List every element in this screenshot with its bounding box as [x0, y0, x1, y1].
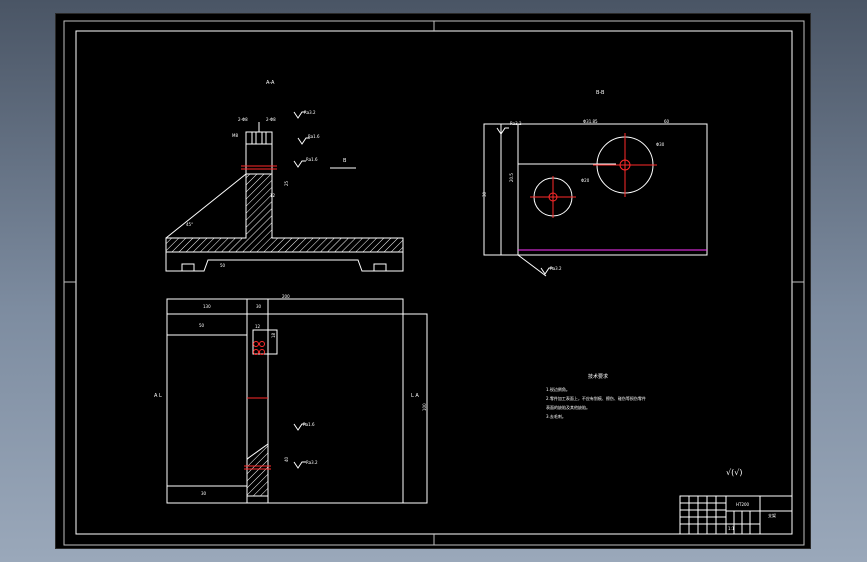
front-annotations: 2-Φ8 2-Φ8 M8 45° 25 50 12 Ra3.2 Ra1.6 Ra… [186, 110, 320, 268]
svg-text:60: 60 [664, 119, 670, 124]
title-scale: 1:1 [728, 526, 735, 531]
svg-text:25: 25 [284, 180, 289, 186]
front-section-view: B [165, 122, 404, 272]
svg-text:18: 18 [271, 332, 276, 338]
section-mark-right: L A [411, 393, 419, 399]
svg-text:Ra1.6: Ra1.6 [306, 157, 318, 162]
svg-text:40: 40 [284, 456, 289, 462]
svg-text:50: 50 [199, 323, 205, 328]
svg-text:Ra3.2: Ra3.2 [550, 266, 562, 271]
technical-requirements: 技术要求 1.锐边倒角。 2.零件加工表面上，不应有划痕、擦伤、碰伤等损伤零件 … [546, 373, 646, 419]
svg-text:1.锐边倒角。: 1.锐边倒角。 [546, 386, 570, 392]
title-material: HT200 [736, 502, 750, 507]
right-view [483, 123, 708, 277]
svg-text:Ra1.6: Ra1.6 [303, 422, 315, 427]
bottom-annotations: 130 30 200 50 12 18 30 100 40 Ra1.6 Ra3.… [199, 294, 427, 496]
svg-text:Ra1.6: Ra1.6 [308, 134, 320, 139]
svg-text:12: 12 [255, 324, 261, 329]
svg-text:Φ30: Φ30 [656, 142, 665, 147]
svg-text:3.去毛刺。: 3.去毛刺。 [546, 413, 566, 419]
svg-text:Φ31.85: Φ31.85 [583, 119, 598, 124]
svg-text:20.5: 20.5 [509, 173, 514, 182]
right-annotations: Φ31.85 60 Φ20 Φ30 20.5 30 Ra3.2 Ra3.2 [482, 119, 670, 275]
svg-text:50: 50 [220, 263, 226, 268]
svg-text:表面的缺陷及其他缺陷。: 表面的缺陷及其他缺陷。 [546, 404, 590, 410]
section-mark-left: A L [154, 393, 162, 399]
svg-text:30: 30 [256, 304, 262, 309]
bottom-section-hatch [246, 443, 269, 497]
arrow-b-label: B [343, 158, 347, 164]
svg-text:30: 30 [482, 191, 487, 197]
view-label-right: B-B [596, 90, 605, 96]
centering-marks [64, 21, 804, 545]
svg-text:2-Φ8: 2-Φ8 [266, 117, 276, 122]
svg-text:Φ20: Φ20 [581, 178, 590, 183]
svg-text:2-Φ8: 2-Φ8 [238, 117, 248, 122]
svg-text:Ra3.2: Ra3.2 [304, 110, 316, 115]
view-label-front: A-A [266, 80, 275, 86]
inner-frame [75, 30, 793, 535]
front-section-hatch [165, 173, 404, 253]
svg-text:技术要求: 技术要求 [588, 373, 608, 380]
general-roughness: √(√) [726, 468, 742, 477]
svg-text:45°: 45° [186, 222, 193, 227]
svg-text:2.零件加工表面上，不应有划痕、擦伤、碰伤等损伤零件: 2.零件加工表面上，不应有划痕、擦伤、碰伤等损伤零件 [546, 395, 646, 401]
outer-frame [63, 20, 805, 546]
svg-text:Ra3.2: Ra3.2 [306, 460, 318, 465]
svg-text:Ra3.2: Ra3.2 [510, 121, 522, 126]
title-part-name: 支架 [768, 512, 776, 518]
bottom-view: A L L A [154, 298, 428, 504]
svg-text:200: 200 [282, 294, 290, 299]
svg-text:30: 30 [201, 491, 207, 496]
bolt-holes-front [251, 132, 267, 144]
cad-viewport[interactable]: A-A B 2-Φ8 2-Φ8 M8 45° 25 50 12 Ra3.2 Ra… [55, 13, 811, 549]
svg-text:12: 12 [270, 193, 276, 198]
svg-text:M8: M8 [232, 133, 238, 138]
svg-text:100: 100 [422, 403, 427, 411]
svg-text:130: 130 [203, 304, 211, 309]
title-block: HT200 支架 1:1 [679, 495, 793, 535]
drawing-sheet: A-A B 2-Φ8 2-Φ8 M8 45° 25 50 12 Ra3.2 Ra… [63, 20, 805, 546]
